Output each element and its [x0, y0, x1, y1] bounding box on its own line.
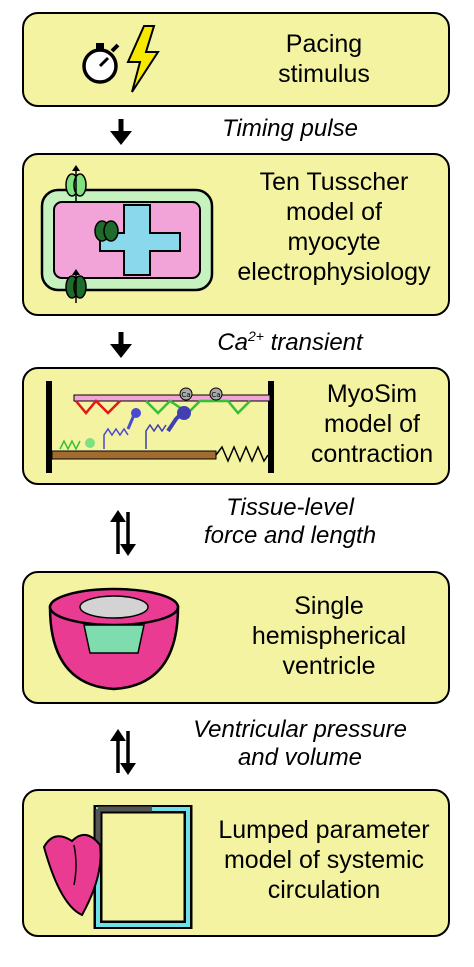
lightning-icon: [126, 25, 160, 93]
ca-transient-label: Ca2+ transient: [217, 328, 363, 356]
bidirectional-arrow: [110, 729, 136, 775]
bidirectional-arrow: [110, 510, 136, 556]
circulation-icon: [42, 805, 193, 929]
timing-pulse-label: Timing pulse: [222, 115, 358, 142]
stopwatch-icon: [82, 43, 120, 84]
ventricle-icon: [48, 587, 180, 691]
myocyte-cell-icon: [40, 165, 214, 303]
svg-text:Ca: Ca: [211, 391, 220, 399]
down-arrow: [110, 119, 132, 145]
down-arrow: [110, 332, 132, 358]
sarcomere-icon: Ca Ca: [46, 381, 274, 473]
svg-text:Ca: Ca: [181, 391, 190, 399]
